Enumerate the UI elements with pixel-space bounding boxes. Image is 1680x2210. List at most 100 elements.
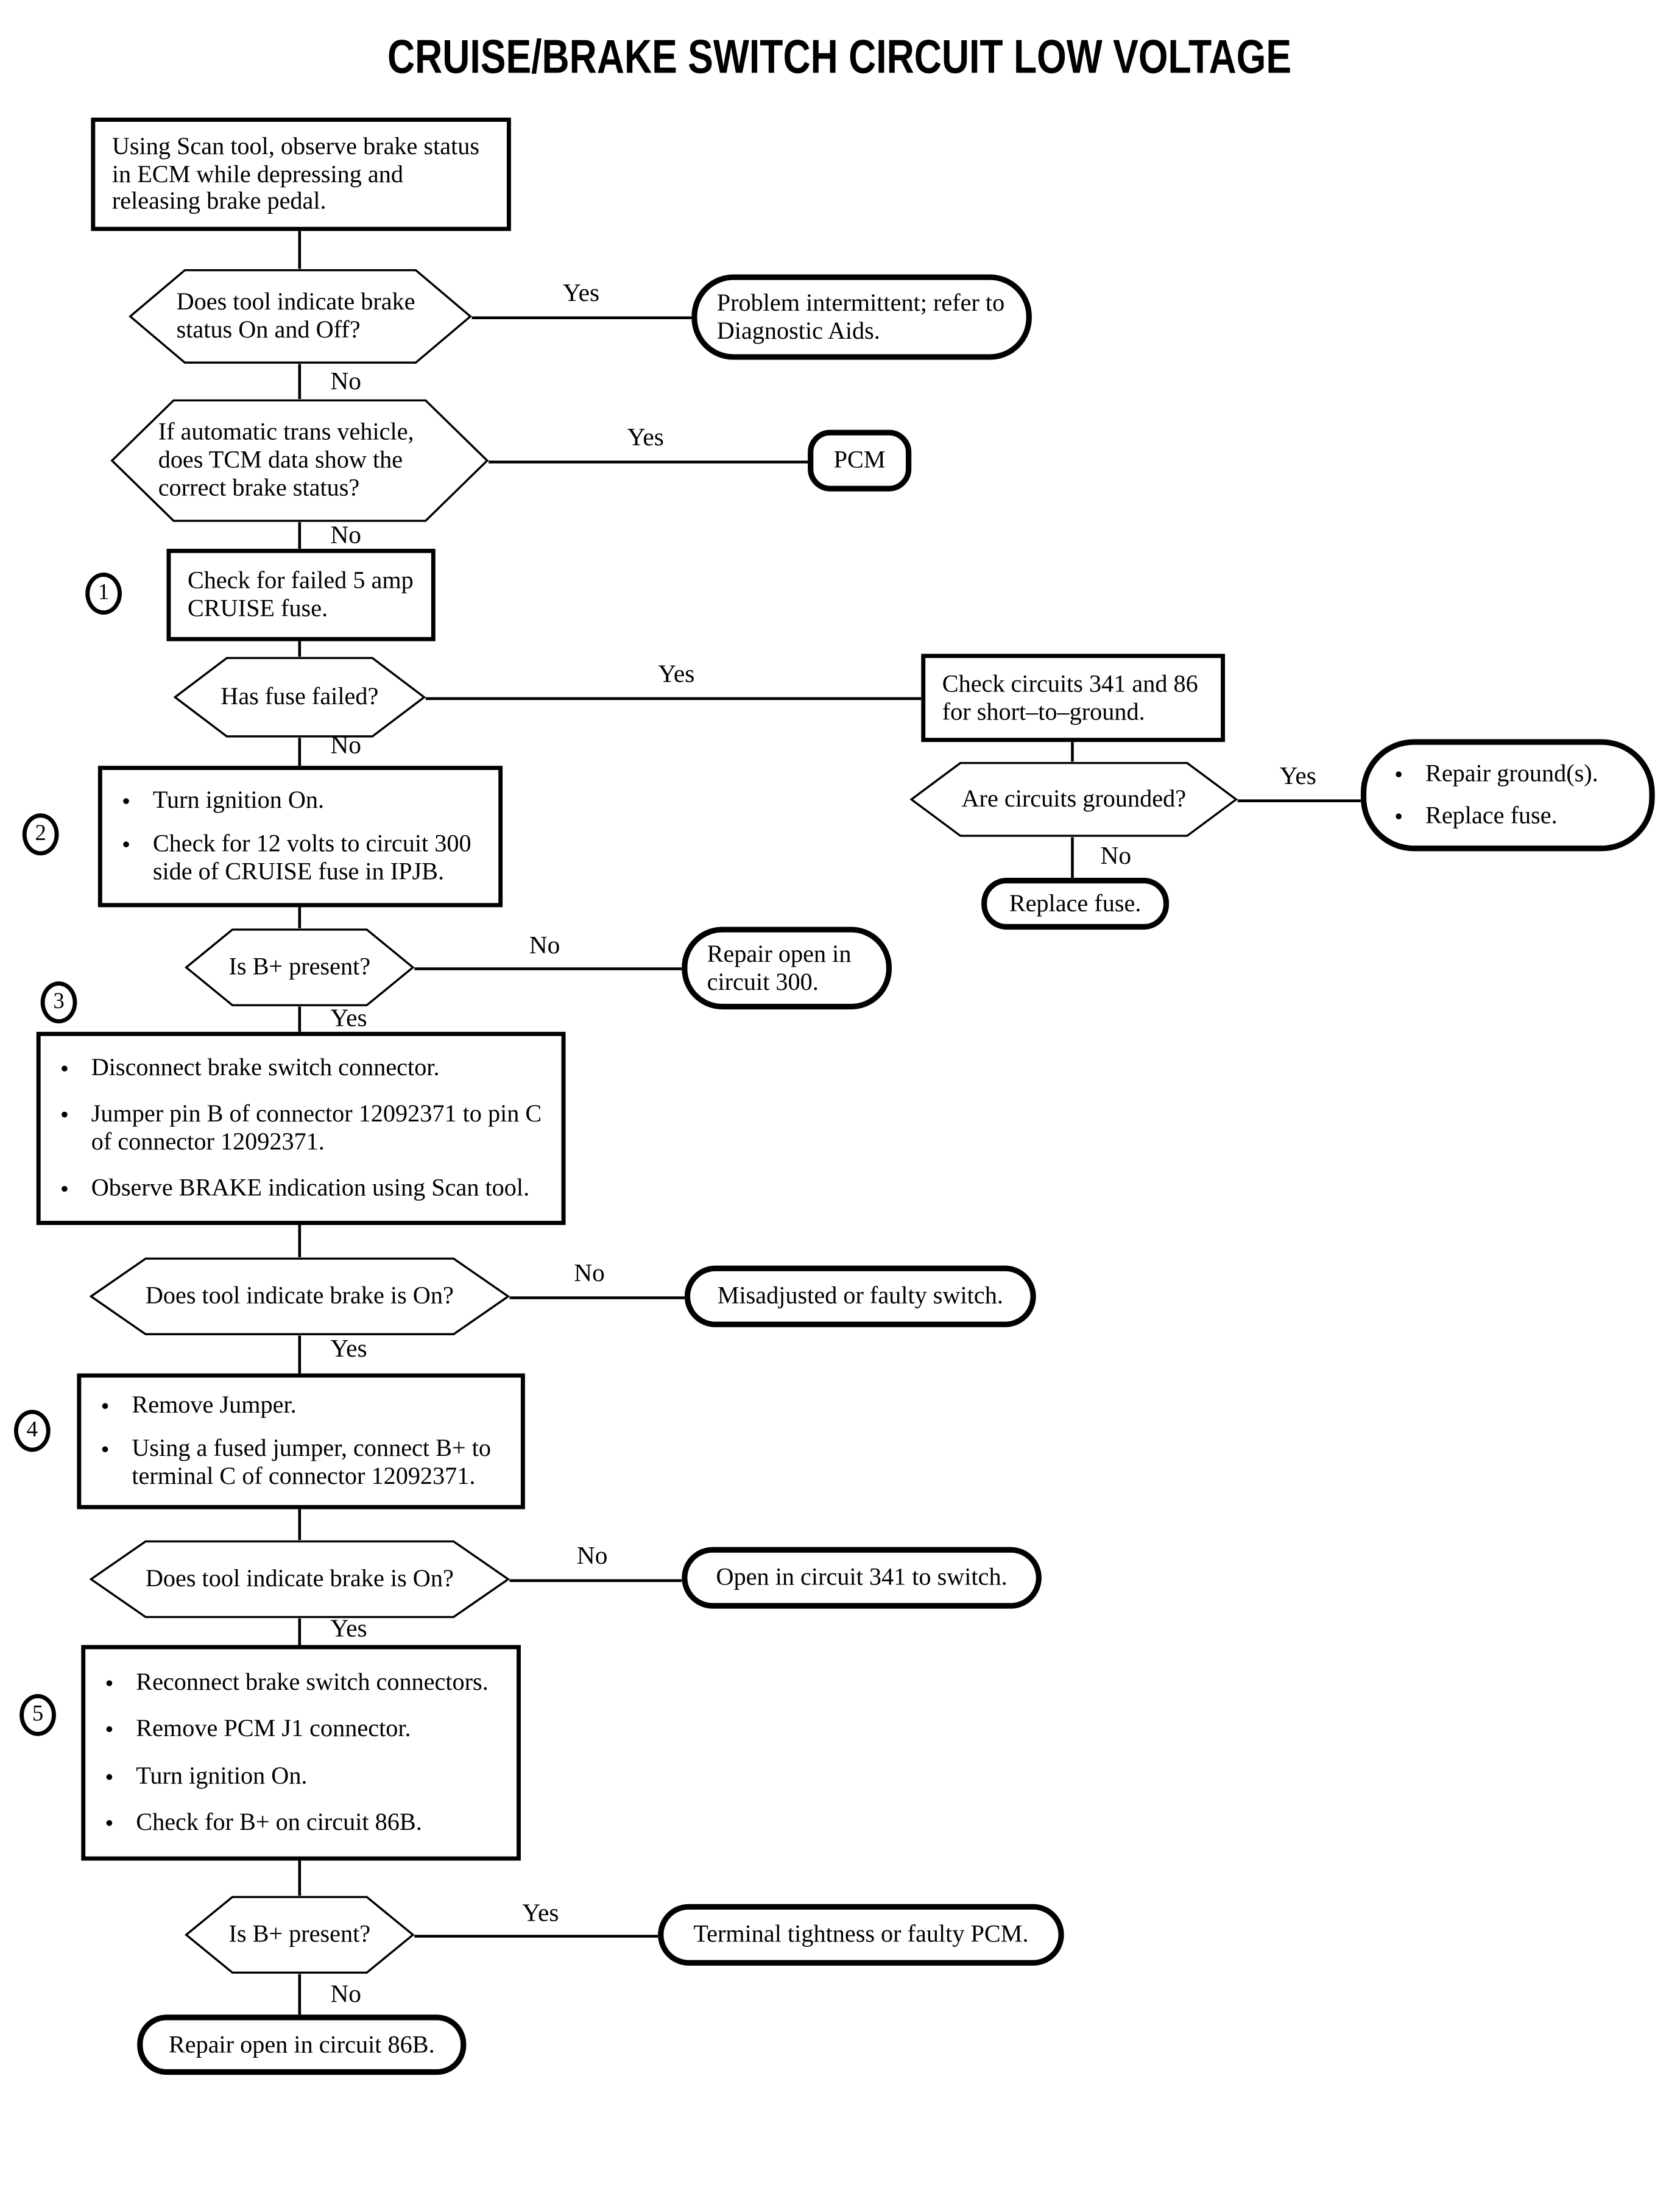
terminal-misadjusted-switch: Misadjusted or faulty switch. (684, 1265, 1036, 1327)
no-label: No (330, 520, 361, 549)
hexagon-outline (185, 1896, 415, 1974)
flow-line (298, 1509, 301, 1541)
yes-label: Yes (1279, 761, 1316, 790)
bullet-icon: • (105, 1762, 114, 1790)
decision-tcm-brake-status: If automatic trans vehicle, does TCM dat… (110, 399, 489, 522)
bullet-icon: • (60, 1100, 69, 1129)
flow-line (298, 1335, 301, 1374)
step5-box: • Reconnect brake switch connectors. • Rem… (81, 1645, 521, 1861)
start-box: Using Scan tool, observe brake status in… (91, 118, 511, 231)
hexagon-outline (185, 928, 415, 1006)
bullet-icon: • (1394, 760, 1403, 788)
flow-line (298, 641, 301, 657)
yes-label: Yes (330, 1003, 367, 1032)
terminal-open-341: Open in circuit 341 to switch. (682, 1547, 1042, 1609)
flow-line (1071, 837, 1073, 878)
step-circle-2: 2 (22, 813, 59, 856)
step5-bullet4: Check for B+ on circuit 86B. (136, 1807, 422, 1836)
no-label: No (576, 1541, 608, 1570)
decision-bplus-present-1: Is B+ present? (185, 928, 415, 1007)
flow-line (298, 1974, 301, 2015)
hexagon-outline (129, 269, 472, 364)
flow-line (414, 1935, 658, 1937)
step5-bullet2: Remove PCM J1 connector. (136, 1714, 411, 1742)
terminal-pcm: PCM (808, 429, 912, 492)
no-label: No (330, 367, 361, 395)
bullet-icon: • (105, 1809, 114, 1838)
terminal-problem-intermittent-text: Problem intermittent; refer to Diagnosti… (716, 288, 1005, 344)
step-circle-2-num: 2 (35, 822, 46, 846)
terminal-repair-open-300-text: Repair open in circuit 300. (707, 939, 852, 995)
step2-bullet2: Check for 12 volts to circuit 300 side o… (152, 829, 471, 886)
terminal-replace-fuse: Replace fuse. (981, 878, 1170, 930)
flow-line (298, 364, 301, 400)
decision-circuits-grounded: Are circuits grounded? (909, 761, 1238, 837)
step4-bullet1: Remove Jumper. (132, 1390, 297, 1419)
step2-box: •Turn ignition On. •Check for 12 volts t… (97, 766, 503, 908)
flow-line (509, 1296, 685, 1299)
step4-bullet2: Using a fused jumper, connect B+ to term… (132, 1433, 491, 1489)
step-circle-1: 1 (85, 573, 122, 615)
flow-line (414, 967, 682, 970)
terminal-misadjusted-switch-text: Misadjusted or faulty switch. (717, 1281, 1003, 1309)
flow-line (471, 316, 692, 319)
check-circuits-box-text: Check circuits 341 and 86 for short–to–g… (942, 668, 1198, 725)
yes-label: Yes (522, 1898, 559, 1927)
bullet-icon: • (1394, 802, 1403, 831)
decision-brake-on-2: Does tool indicate brake is On? (90, 1540, 510, 1619)
decision-bplus-present-2-text: Is B+ present? (228, 1919, 371, 1948)
terminal-problem-intermittent: Problem intermittent; refer to Diagnosti… (691, 274, 1032, 360)
flow-line (1237, 799, 1361, 802)
yes-label: Yes (330, 1334, 367, 1363)
flow-line (298, 1860, 301, 1896)
bullet-icon: • (121, 786, 131, 814)
flow-line (425, 697, 922, 700)
step-circle-4: 4 (13, 1410, 51, 1452)
flow-line (298, 231, 301, 269)
decision-brake-on-1: Does tool indicate brake is On? (90, 1257, 510, 1336)
hexagon-outline (90, 1257, 510, 1336)
terminal-repair-grounds: •Repair ground(s). •Replace fuse. (1360, 739, 1655, 852)
step1-box-text: Check for failed 5 amp CRUISE fuse. (187, 565, 414, 622)
decision-brake-on-2-text: Does tool indicate brake is On? (145, 1564, 454, 1592)
page-title-text: CRUISE/BRAKE SWITCH CIRCUIT LOW VOLTAGE (387, 30, 1293, 84)
flow-line (298, 1225, 301, 1257)
bullet-icon: • (60, 1054, 69, 1082)
terminal-repair-open-300: Repair open in circuit 300. (682, 927, 892, 1010)
decision-fuse-failed: Has fuse failed? (173, 657, 426, 738)
no-label: No (1100, 841, 1132, 870)
decision-brake-status-on-off: Does tool indicate brake status On and O… (129, 269, 472, 364)
hexagon-outline (909, 761, 1238, 837)
step-circle-3-num: 3 (53, 989, 65, 1014)
step2-bullet1: Turn ignition On. (152, 785, 325, 813)
page-title: CRUISE/BRAKE SWITCH CIRCUIT LOW VOLTAGE (0, 31, 1680, 86)
flow-line (298, 1618, 301, 1645)
terminal-pcm-text: PCM (833, 445, 886, 473)
flow-line (298, 738, 301, 766)
no-label: No (574, 1259, 605, 1287)
step-circle-1-num: 1 (97, 581, 110, 605)
yes-label: Yes (330, 1614, 367, 1642)
yes-label: Yes (562, 278, 600, 307)
step5-bullet1: Reconnect brake switch connectors. (136, 1667, 489, 1695)
step-circle-3: 3 (40, 981, 77, 1024)
hexagon-outline (110, 399, 489, 522)
no-label: No (330, 1979, 361, 2008)
yes-label: Yes (658, 659, 695, 688)
flow-line (509, 1579, 682, 1582)
decision-circuits-grounded-text: Are circuits grounded? (961, 784, 1187, 813)
flow-line (1071, 742, 1073, 762)
bullet-icon: • (105, 1715, 114, 1743)
terminal-replace-fuse-text: Replace fuse. (1009, 888, 1142, 917)
bullet-icon: • (60, 1174, 69, 1203)
step-circle-5-num: 5 (32, 1702, 44, 1726)
decision-brake-status-on-off-text: Does tool indicate brake status On and O… (176, 287, 415, 344)
step3-bullet1: Disconnect brake switch connector. (91, 1053, 440, 1081)
decision-bplus-present-2: Is B+ present? (185, 1896, 415, 1974)
flow-line (489, 461, 808, 463)
step3-bullet2: Jumper pin B of connector 12092371 to pi… (91, 1099, 542, 1156)
yes-label: Yes (627, 423, 664, 451)
bullet-icon: • (101, 1435, 110, 1463)
